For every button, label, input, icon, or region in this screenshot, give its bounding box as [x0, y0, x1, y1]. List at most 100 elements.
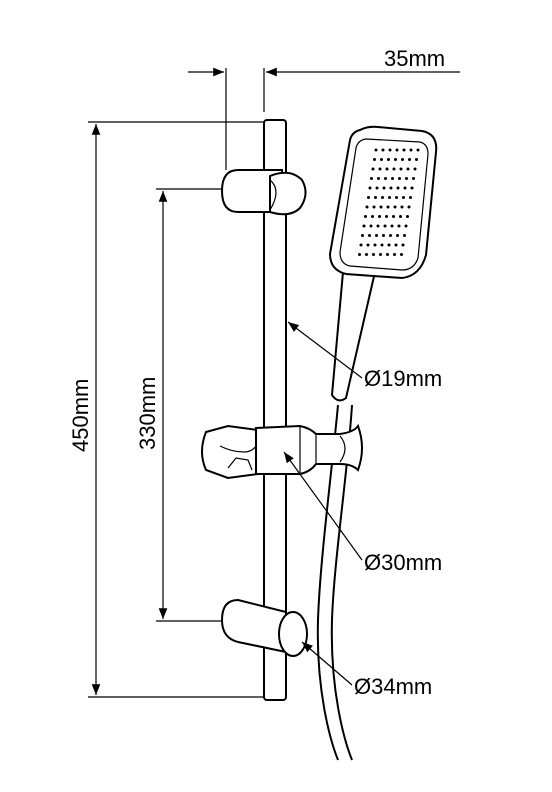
nozzle-dot	[379, 253, 382, 256]
width-top-label: 35mm	[384, 46, 445, 71]
nozzle-dot	[412, 177, 415, 180]
nozzle-dot	[392, 167, 396, 171]
nozzle-dot	[370, 177, 373, 180]
nozzle-dot	[387, 243, 391, 247]
nozzle-dot	[376, 224, 380, 228]
nozzle-dot	[398, 177, 401, 180]
nozzle-dot	[389, 186, 393, 190]
nozzle-dot	[408, 158, 411, 161]
nozzle-dot	[373, 243, 377, 247]
total-height-label: 450mm	[68, 379, 93, 452]
nozzle-dot	[368, 186, 372, 190]
total-height-dimension: 450mm	[68, 121, 268, 698]
nozzle-dot	[374, 196, 377, 199]
nozzle-dot	[394, 243, 398, 247]
nozzle-dot	[389, 234, 392, 237]
rail-diameter-label: Ø19mm	[364, 366, 442, 391]
top-wall-bracket	[220, 169, 307, 216]
nozzle-dot	[375, 186, 379, 190]
nozzle-dot	[407, 205, 411, 209]
width-dimension: 35mm	[188, 46, 460, 170]
nozzle-dot	[409, 196, 412, 199]
nozzle-dot	[371, 215, 374, 218]
nozzle-dot	[401, 243, 405, 247]
bracket-diameter-callout: Ø34mm	[301, 641, 432, 699]
nozzle-dot	[397, 224, 401, 228]
spray-nozzles	[358, 148, 420, 256]
nozzle-dot	[381, 196, 384, 199]
nozzle-dot	[393, 253, 396, 256]
nozzle-dot	[413, 167, 417, 171]
nozzle-dot	[386, 253, 389, 256]
nozzle-dot	[359, 243, 363, 247]
nozzle-dot	[400, 205, 404, 209]
nozzle-dot	[381, 148, 385, 152]
nozzle-dot	[394, 158, 397, 161]
bottom-wall-bracket	[220, 598, 308, 657]
nozzle-dot	[373, 158, 376, 161]
nozzle-dot	[399, 215, 402, 218]
nozzle-dot	[372, 253, 375, 256]
nozzle-dot	[380, 243, 384, 247]
nozzle-dot	[362, 224, 366, 228]
nozzle-dot	[377, 177, 380, 180]
nozzle-dot	[410, 186, 414, 190]
nozzle-dot	[368, 234, 371, 237]
nozzle-dot	[403, 186, 407, 190]
slide-rail	[263, 119, 287, 701]
nozzle-dot	[364, 215, 367, 218]
nozzle-dot	[374, 148, 378, 152]
handset-slider	[201, 423, 363, 480]
bracket-diameter-label: Ø34mm	[354, 674, 432, 699]
nozzle-dot	[400, 253, 403, 256]
nozzle-dot	[404, 224, 408, 228]
slider-diameter-label: Ø30mm	[364, 550, 442, 575]
bracket-spacing-dimension: 330mm	[135, 188, 222, 622]
slider-diameter-callout: Ø30mm	[283, 451, 442, 575]
nozzle-dot	[383, 224, 387, 228]
nozzle-dot	[396, 186, 400, 190]
nozzle-dot	[369, 224, 373, 228]
nozzle-dot	[358, 253, 361, 256]
nozzle-dot	[379, 205, 383, 209]
nozzle-dot	[385, 167, 389, 171]
nozzle-dot	[416, 148, 420, 152]
nozzle-dot	[403, 234, 406, 237]
nozzle-dot	[388, 148, 392, 152]
nozzle-dot	[367, 196, 370, 199]
nozzle-dot	[392, 215, 395, 218]
nozzle-dot	[409, 148, 413, 152]
nozzle-dot	[405, 177, 408, 180]
nozzle-dot	[380, 158, 383, 161]
nozzle-dot	[385, 215, 388, 218]
nozzle-dot	[378, 167, 382, 171]
nozzle-dot	[395, 148, 399, 152]
nozzle-dot	[406, 215, 409, 218]
nozzle-dot	[361, 234, 364, 237]
nozzle-dot	[402, 196, 405, 199]
nozzle-dot	[406, 167, 410, 171]
nozzle-dot	[371, 167, 375, 171]
nozzle-dot	[402, 148, 406, 152]
bracket-spacing-label: 330mm	[135, 377, 160, 450]
shower-handset	[328, 125, 438, 402]
nozzle-dot	[415, 158, 418, 161]
rail-diameter-callout: Ø19mm	[287, 321, 442, 391]
nozzle-dot	[393, 205, 397, 209]
nozzle-dot	[375, 234, 378, 237]
nozzle-dot	[390, 224, 394, 228]
nozzle-dot	[372, 205, 376, 209]
nozzle-dot	[395, 196, 398, 199]
nozzle-dot	[387, 158, 390, 161]
nozzle-dot	[384, 177, 387, 180]
nozzle-dot	[399, 167, 403, 171]
nozzle-dot	[396, 234, 399, 237]
nozzle-dot	[401, 158, 404, 161]
nozzle-dot	[365, 205, 369, 209]
nozzle-dot	[386, 205, 390, 209]
nozzle-dot	[382, 186, 386, 190]
nozzle-dot	[382, 234, 385, 237]
nozzle-dot	[366, 243, 370, 247]
nozzle-dot	[391, 177, 394, 180]
